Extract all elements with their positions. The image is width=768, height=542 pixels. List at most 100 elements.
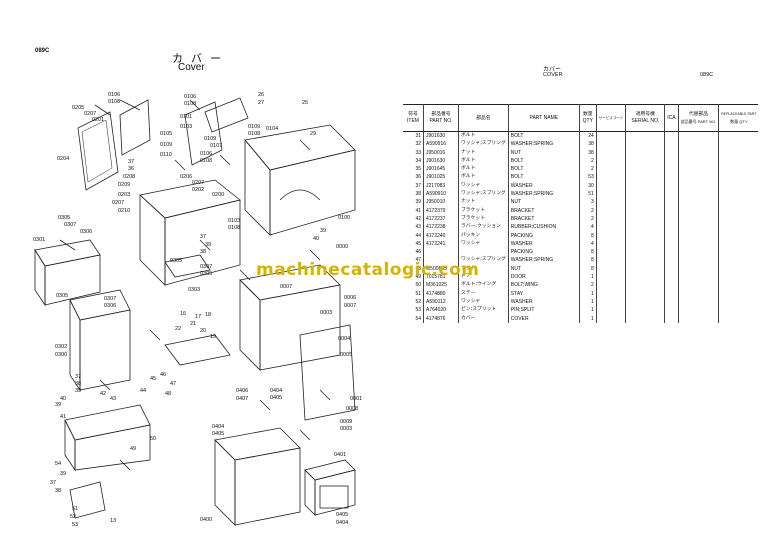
cell-service-code	[596, 206, 627, 215]
cell-ica	[664, 289, 679, 298]
cell-repl-qty	[719, 248, 759, 256]
cell-qty: 1	[579, 273, 597, 282]
cell-name-en: NUT	[508, 264, 580, 274]
cell-serial	[625, 314, 666, 323]
cell-ica	[664, 173, 679, 182]
cell-item: 35	[403, 165, 424, 174]
svg-text:0108: 0108	[108, 99, 120, 105]
svg-text:37: 37	[128, 159, 134, 165]
cell-ica	[664, 306, 679, 315]
cell-repl-qty	[719, 298, 759, 306]
hdr-code-jp: サービスコード	[598, 115, 624, 120]
cell-service-code	[596, 214, 627, 224]
svg-text:0305: 0305	[58, 215, 70, 221]
svg-text:36: 36	[128, 166, 134, 172]
hdr-serial-en: SERIAL NO.	[631, 118, 660, 124]
cell-serial	[625, 206, 666, 215]
svg-text:0202: 0202	[192, 187, 204, 193]
cell-qty: 38	[579, 140, 597, 149]
cell-repl-qty	[719, 290, 759, 298]
cell-service-code	[596, 306, 627, 315]
svg-text:40: 40	[313, 236, 319, 242]
cell-repl-part	[678, 156, 720, 166]
hdr-qty-jp: 数量	[582, 112, 593, 117]
cell-name-en: BOLT	[508, 131, 580, 141]
cell-repl-part	[678, 239, 720, 249]
cell-name-en: PIN;SPLIT	[508, 306, 580, 315]
svg-text:47: 47	[170, 381, 176, 387]
cell-repl-qty	[719, 165, 759, 173]
cell-qty: 1	[579, 306, 597, 315]
cell-item: 39	[403, 198, 424, 207]
cell-qty: 8	[579, 248, 597, 257]
svg-text:0009: 0009	[340, 419, 352, 425]
cell-repl-part	[678, 173, 720, 182]
upper-panel	[119, 99, 151, 156]
cell-repl-qty	[719, 207, 759, 215]
cell-name-jp: ボルト	[458, 156, 509, 166]
svg-text:27: 27	[258, 100, 264, 106]
svg-text:0109: 0109	[248, 124, 260, 130]
diagram-title-jp: カバー	[172, 52, 229, 65]
cell-part-no: 4174876	[423, 314, 459, 323]
cell-repl-qty	[719, 265, 759, 273]
cell-repl-part	[678, 198, 720, 207]
svg-text:0407: 0407	[236, 396, 248, 402]
svg-text:0108: 0108	[248, 131, 260, 137]
cell-service-code	[596, 273, 627, 282]
svg-text:0205: 0205	[72, 105, 84, 111]
cell-part-no: A590112	[423, 297, 459, 307]
cell-qty: 2	[579, 156, 597, 166]
cell-part-no: 4172238	[423, 223, 459, 232]
cell-name-en: NUT	[508, 198, 580, 207]
cell-part-no: J950010	[423, 198, 459, 207]
cell-name-jp: ラバー;クッション	[458, 223, 509, 232]
hdr-ica: ICA	[667, 114, 676, 121]
svg-text:0200: 0200	[212, 192, 224, 198]
cell-name-en: BRACKET	[508, 214, 580, 224]
cell-repl-qty	[719, 157, 759, 165]
cell-repl-qty	[719, 306, 759, 314]
cell-part-no: 4172240	[423, 231, 459, 240]
diagram-title-en: Cover	[178, 62, 205, 73]
cell-ica	[664, 165, 679, 174]
svg-text:0305: 0305	[200, 271, 212, 277]
cell-repl-part	[678, 165, 720, 174]
cell-part-no: M361025	[423, 281, 459, 290]
cell-name-en: BRACKET	[508, 206, 580, 215]
svg-text:26: 26	[258, 92, 264, 98]
cell-item: 53	[403, 306, 424, 315]
cell-qty: 51	[579, 190, 597, 199]
cell-repl-qty	[719, 190, 759, 198]
svg-text:16: 16	[180, 311, 186, 317]
cell-repl-part	[678, 306, 720, 315]
cell-item: 32	[403, 140, 424, 149]
cell-name-en: BOLT	[508, 156, 580, 166]
cell-part-no: 7015781	[423, 273, 459, 282]
svg-text:0103: 0103	[180, 124, 192, 130]
svg-text:0404: 0404	[270, 388, 282, 394]
cell-serial	[625, 306, 666, 315]
cell-ica	[664, 214, 679, 224]
svg-text:50: 50	[150, 436, 156, 442]
cell-serial	[625, 214, 666, 224]
left-page: 089C カバー Cover	[35, 48, 229, 73]
svg-text:0108: 0108	[228, 225, 240, 231]
cell-serial	[625, 173, 666, 182]
svg-text:0109: 0109	[204, 136, 216, 142]
cell-serial	[625, 273, 666, 282]
base-frame	[64, 404, 151, 441]
cell-repl-qty	[719, 173, 759, 181]
cell-qty: 2	[579, 165, 597, 174]
cell-service-code	[596, 181, 627, 191]
